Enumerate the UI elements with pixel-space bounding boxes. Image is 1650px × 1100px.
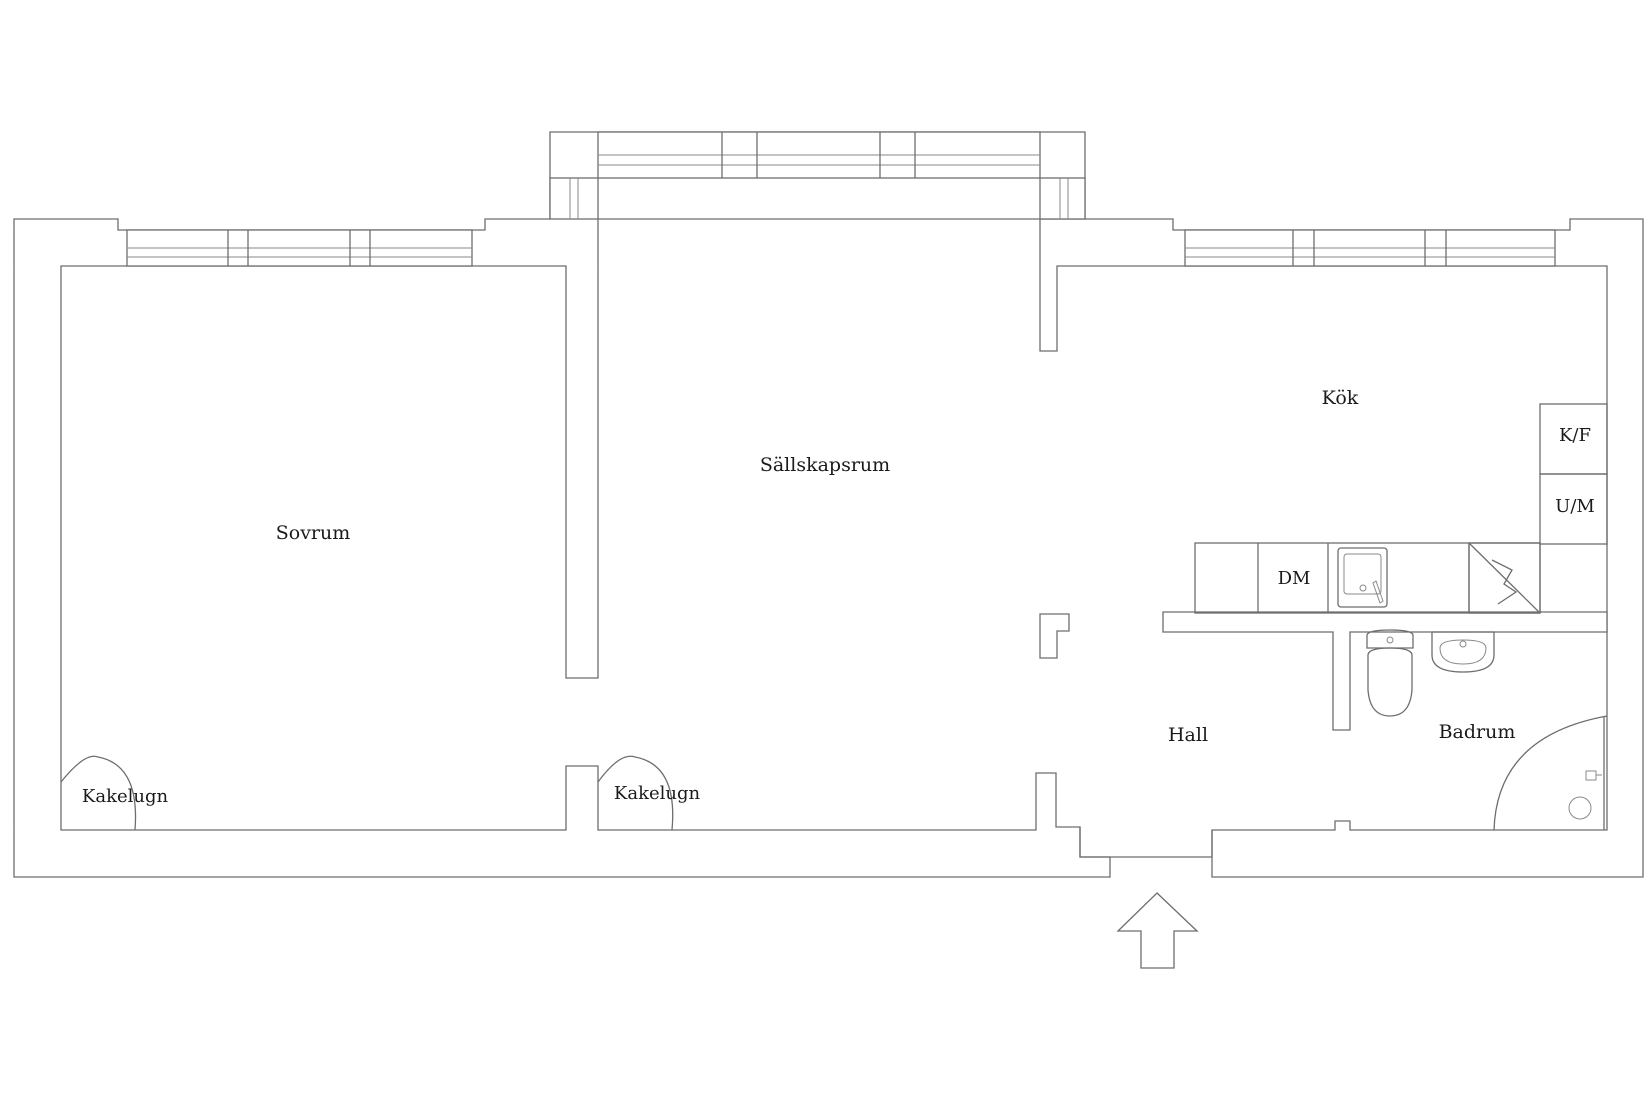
room-label-badrum: Badrum [1439,721,1516,743]
stove-icon [1468,542,1541,614]
sink-icon [1337,547,1388,608]
kakelugn-icon-2 [597,755,674,831]
kitchen-units [1194,403,1608,614]
washbasin-icon [1431,631,1495,673]
fixture-label-kf: K/F [1559,425,1591,446]
kakelugn-icon-1 [60,755,137,831]
fixture-label-um: U/M [1555,496,1595,517]
interior-walls [1039,611,1608,858]
fixture-label-dm: DM [1278,568,1311,589]
windows [126,131,1556,267]
bathroom-fixtures [1366,629,1608,831]
room-label-kok: Kök [1322,387,1359,409]
entrance-arrow-icon [1116,892,1199,969]
room-label-sallskapsrum: Sällskapsrum [760,454,890,476]
shower-icon [1493,715,1608,831]
room-label-sovrum: Sovrum [276,522,351,544]
toilet-icon [1366,629,1414,717]
room-label-hall: Hall [1168,724,1208,746]
fixture-label-kakelugn-1: Kakelugn [82,786,169,807]
fixture-label-kakelugn-2: Kakelugn [614,783,701,804]
